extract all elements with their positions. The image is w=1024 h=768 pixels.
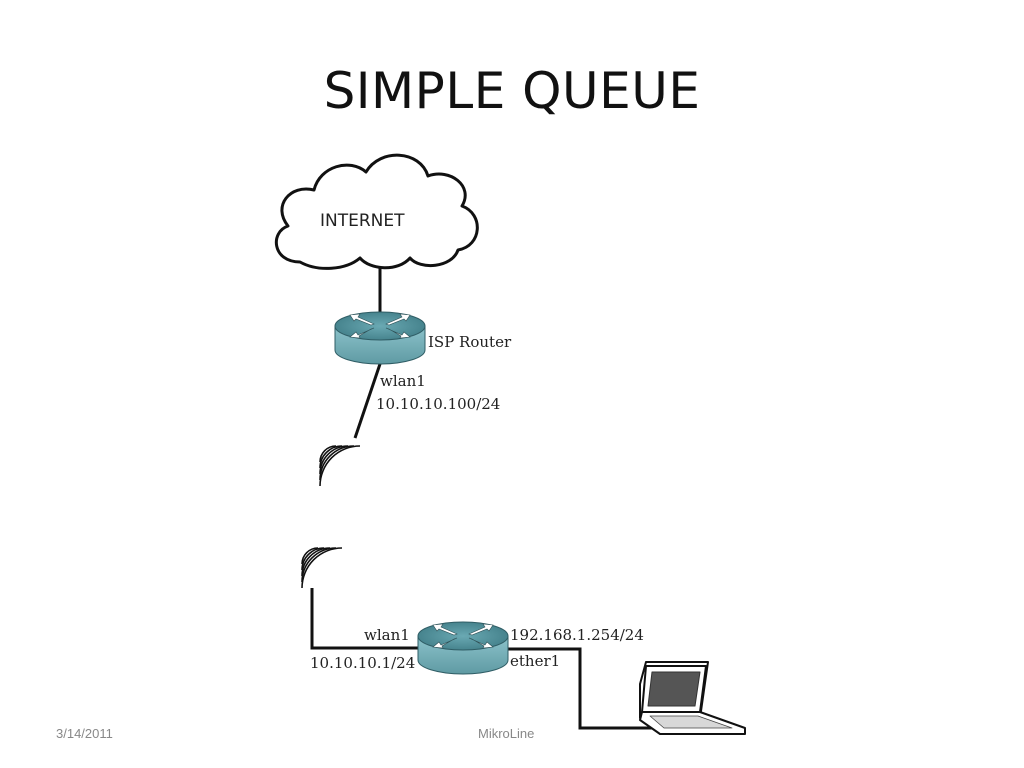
connection-lines [310, 262, 662, 730]
cloud-label: INTERNET [320, 211, 405, 231]
isp-router-name: ISP Router [428, 333, 512, 351]
router-icon [417, 621, 509, 675]
isp-wireless-link [353, 363, 382, 439]
local-lan-interface: ether1 [510, 652, 560, 670]
cloud-icon [274, 153, 479, 270]
antenna-icon [301, 547, 343, 589]
antenna-to-local-router-link [310, 588, 422, 650]
footer-date: 3/14/2011 [56, 726, 113, 741]
slide-title: SIMPLE QUEUE [323, 62, 701, 120]
local-wireless-ip: 10.10.10.1/24 [310, 654, 415, 672]
local-wireless-interface: wlan1 [364, 626, 410, 644]
laptop-icon [639, 661, 746, 735]
local-lan-ip: 192.168.1.254/24 [510, 626, 644, 644]
footer-organization: MikroLine [478, 726, 535, 741]
isp-router: ISP Router wlan1 10.10.10.100/24 [334, 311, 512, 413]
router-to-laptop-link [504, 647, 662, 730]
isp-router-ip: 10.10.10.100/24 [376, 395, 500, 413]
internet-cloud: INTERNET [274, 153, 479, 270]
local-router: wlan1 10.10.10.1/24 192.168.1.254/24 eth… [310, 621, 644, 675]
laptop [639, 661, 746, 735]
antenna-icon [319, 445, 361, 487]
router-icon [334, 311, 426, 365]
isp-router-interface: wlan1 [380, 372, 426, 390]
